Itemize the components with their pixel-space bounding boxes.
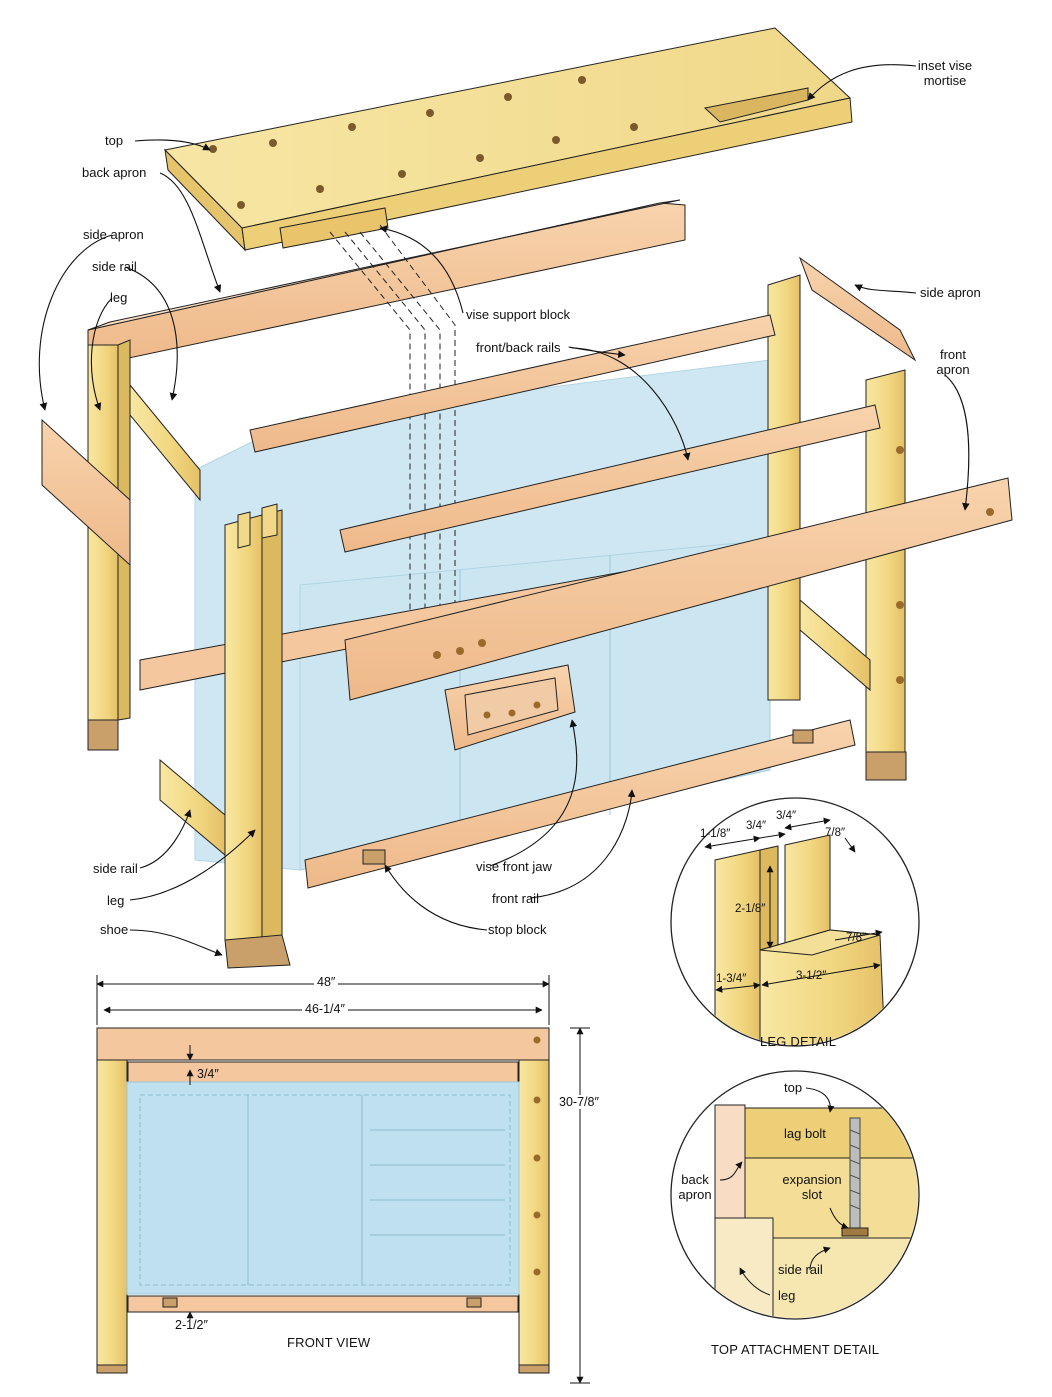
front-view	[96, 975, 590, 1384]
label-stop-block: stop block	[488, 922, 547, 937]
label-side-apron-left: side apron	[83, 227, 144, 242]
label-side-rail-bottom: side rail	[93, 861, 138, 876]
label-vise-support-block: vise support block	[466, 307, 571, 322]
top-attachment-detail-caption: TOP ATTACHMENT DETAIL	[711, 1342, 880, 1357]
dim-height: 30-7/8″	[557, 1095, 601, 1109]
exploded-leaders	[38, 64, 970, 957]
leg-detail-caption: LEG DETAIL	[760, 1034, 837, 1049]
vise-front-jaw	[444, 664, 576, 751]
label-shoe: shoe	[100, 922, 129, 937]
front-view-caption: FRONT VIEW	[287, 1335, 371, 1350]
label-front-apron: front apron	[936, 347, 970, 377]
label-leg-bottom: leg	[107, 893, 125, 908]
label-side-rail-left: side rail	[92, 259, 137, 274]
tad-label-side-rail: side rail	[778, 1262, 823, 1277]
label-side-apron-right: side apron	[920, 285, 981, 300]
dim-overall-width: 48″	[314, 975, 339, 989]
leg-dim-c: 3/4″	[776, 810, 797, 822]
tad-label-expansion-slot: expansion slot	[782, 1172, 842, 1202]
tad-label-back-apron: back apron	[678, 1172, 712, 1202]
front-back-rails	[249, 314, 1013, 889]
label-front-back-rails: front/back rails	[476, 340, 561, 355]
tad-label-lag-bolt: lag bolt	[784, 1126, 826, 1141]
label-front-rail: front rail	[492, 891, 539, 906]
label-back-apron: back apron	[82, 165, 147, 180]
label-top: top	[105, 133, 124, 148]
leg-dim-g: 1-3/4″	[716, 973, 747, 985]
dim-top-gap: 3/4″	[197, 1067, 219, 1081]
front-leg	[159, 503, 291, 969]
leg-dim-b: 3/4″	[746, 820, 767, 832]
leg-dim-h: 3-1/2″	[796, 970, 827, 982]
vise-guide-lines	[329, 224, 456, 650]
dim-inner-width: 46-1/4″	[302, 1002, 348, 1016]
tad-label-top: top	[784, 1080, 803, 1095]
leg-dim-e: 2-1/8″	[735, 903, 766, 915]
leg-dim-f: 7/8″	[846, 932, 867, 944]
leg-dim-d: 7/8″	[825, 827, 846, 839]
label-inset-vise-mortise: inset vise mortise	[917, 58, 973, 88]
label-vise-front-jaw: vise front jaw	[476, 859, 552, 874]
top-attachment-detail	[670, 1070, 920, 1320]
leg-detail	[670, 797, 920, 1047]
dim-bottom-gap: 2-1/2″	[175, 1318, 208, 1332]
leg-dim-a: 1-1/8″	[700, 828, 731, 840]
exploded-view	[38, 27, 1013, 969]
label-leg-left: leg	[110, 290, 128, 305]
tad-label-leg: leg	[778, 1288, 796, 1303]
workbench-top	[163, 27, 853, 252]
